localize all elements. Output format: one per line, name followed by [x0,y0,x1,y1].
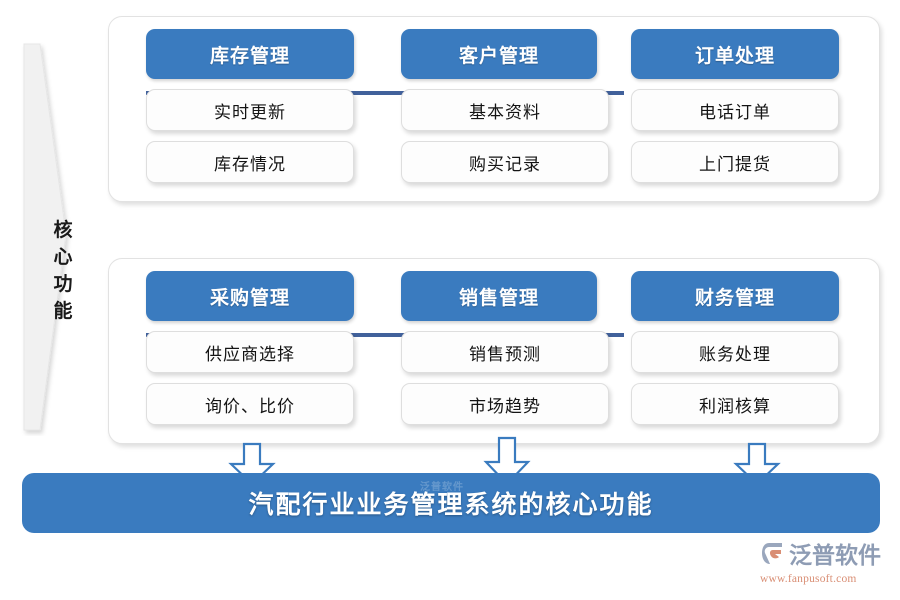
fanpu-mark-icon [760,540,786,571]
fanpu-logo-url: www.fanpusoft.com [760,573,857,585]
feature-item[interactable]: 利润核算 [631,383,839,425]
feature-item[interactable]: 电话订单 [631,89,839,131]
feature-item[interactable]: 上门提货 [631,141,839,183]
category-column-customer: 客户管理 基本资料 购买记录 [401,29,609,183]
feature-item[interactable]: 账务处理 [631,331,839,373]
fanpu-logo-text: 泛普软件 [789,543,881,568]
feature-item[interactable]: 基本资料 [401,89,609,131]
category-column-purchasing: 采购管理 供应商选择 询价、比价 [146,271,354,425]
panel-bottom-divider [146,333,624,337]
category-header-sales[interactable]: 销售管理 [401,271,597,321]
category-column-finance: 财务管理 账务处理 利润核算 [631,271,839,425]
chevron-char-3: 能 [53,300,73,322]
fanpu-logo: 泛普软件 www.fanpusoft.com [760,540,888,588]
feature-item[interactable]: 库存情况 [146,141,354,183]
feature-item[interactable]: 销售预测 [401,331,609,373]
chevron-char-1: 心 [53,246,73,268]
category-header-purchasing[interactable]: 采购管理 [146,271,354,321]
chevron-char-0: 核 [53,220,73,241]
feature-item[interactable]: 供应商选择 [146,331,354,373]
panel-top-divider [146,91,624,95]
category-column-order: 订单处理 电话订单 上门提货 [631,29,839,183]
category-header-finance[interactable]: 财务管理 [631,271,839,321]
chevron-char-2: 功 [53,273,73,295]
group-panel-bottom: 采购管理 供应商选择 询价、比价 销售管理 销售预测 市场趋势 财务管理 账务处… [108,258,880,444]
summary-banner-title: 汽配行业业务管理系统的核心功能 [248,492,654,519]
feature-item[interactable]: 询价、比价 [146,383,354,425]
feature-item[interactable]: 市场趋势 [401,383,609,425]
group-panel-top: 库存管理 实时更新 库存情况 客户管理 基本资料 购买记录 订单处理 电话订单 … [108,16,880,202]
core-function-label: 核 心 功 能 [48,218,78,326]
category-header-inventory[interactable]: 库存管理 [146,29,354,79]
feature-item[interactable]: 实时更新 [146,89,354,131]
category-header-customer[interactable]: 客户管理 [401,29,597,79]
summary-banner: 汽配行业业务管理系统的核心功能 [22,473,880,533]
core-function-chevron: 核 心 功 能 [18,38,110,436]
category-column-inventory: 库存管理 实时更新 库存情况 [146,29,354,183]
category-header-order[interactable]: 订单处理 [631,29,839,79]
category-column-sales: 销售管理 销售预测 市场趋势 [401,271,609,425]
feature-item[interactable]: 购买记录 [401,141,609,183]
